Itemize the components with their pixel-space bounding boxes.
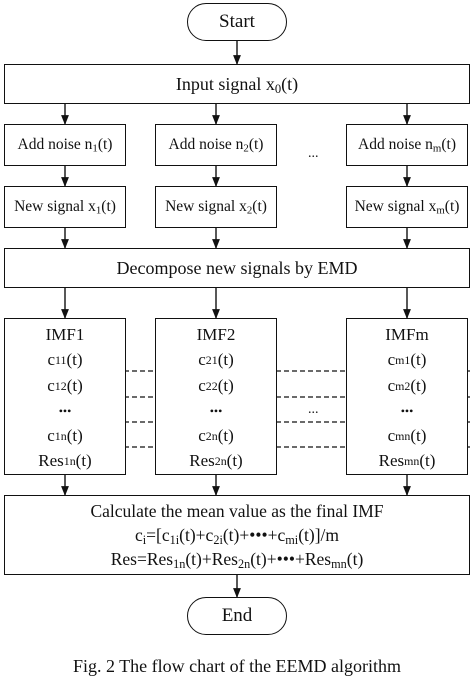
new-signal-box-m: New signal xm(t) bbox=[346, 186, 468, 228]
new-signal-box-2: New signal x2(t) bbox=[155, 186, 277, 228]
new-signal-label-2: New signal x2(t) bbox=[165, 198, 267, 217]
new-signal-label-m: New signal xm(t) bbox=[354, 198, 460, 217]
imf-dots-m: ••• bbox=[400, 403, 414, 418]
start-label: Start bbox=[219, 11, 255, 32]
mean-value-box: Calculate the mean value as the final IM… bbox=[4, 495, 470, 575]
mean-formula-res: Res=Res1n(t)+Res2n(t)+•••+Resmn(t) bbox=[110, 549, 364, 572]
imf-ellipsis: ... bbox=[308, 402, 319, 417]
end-terminal: End bbox=[187, 597, 287, 635]
figure-caption: Fig. 2 The flow chart of the EEMD algori… bbox=[72, 656, 402, 676]
add-noise-label-2: Add noise n2(t) bbox=[168, 136, 264, 155]
start-terminal: Start bbox=[187, 3, 287, 41]
noise-ellipsis: ... bbox=[308, 146, 319, 161]
add-noise-box-m: Add noise nm(t) bbox=[346, 124, 468, 166]
mean-title: Calculate the mean value as the final IM… bbox=[90, 501, 384, 521]
imf-dots-1: ••• bbox=[58, 403, 72, 418]
add-noise-label-1: Add noise n1(t) bbox=[17, 136, 113, 155]
imf-title-m: IMFm bbox=[385, 325, 429, 344]
add-noise-label-m: Add noise nm(t) bbox=[358, 136, 456, 155]
imf-title-1: IMF1 bbox=[45, 325, 85, 344]
mean-formula-imf: ci=[c1i(t)+c2i(t)+•••+cmi(t)]/m bbox=[134, 525, 340, 548]
end-label: End bbox=[221, 605, 253, 626]
decompose-box: Decompose new signals by EMD bbox=[4, 248, 470, 288]
input-signal-box: Input signal x0(t) bbox=[4, 64, 470, 104]
imf-title-2: IMF2 bbox=[196, 325, 236, 344]
add-noise-box-2: Add noise n2(t) bbox=[155, 124, 277, 166]
add-noise-box-1: Add noise n1(t) bbox=[4, 124, 126, 166]
new-signal-label-1: New signal x1(t) bbox=[14, 198, 116, 217]
imf-dots-2: ••• bbox=[209, 403, 223, 418]
new-signal-box-1: New signal x1(t) bbox=[4, 186, 126, 228]
decompose-label: Decompose new signals by EMD bbox=[116, 257, 358, 278]
input-signal-label: Input signal x0(t) bbox=[175, 73, 299, 96]
